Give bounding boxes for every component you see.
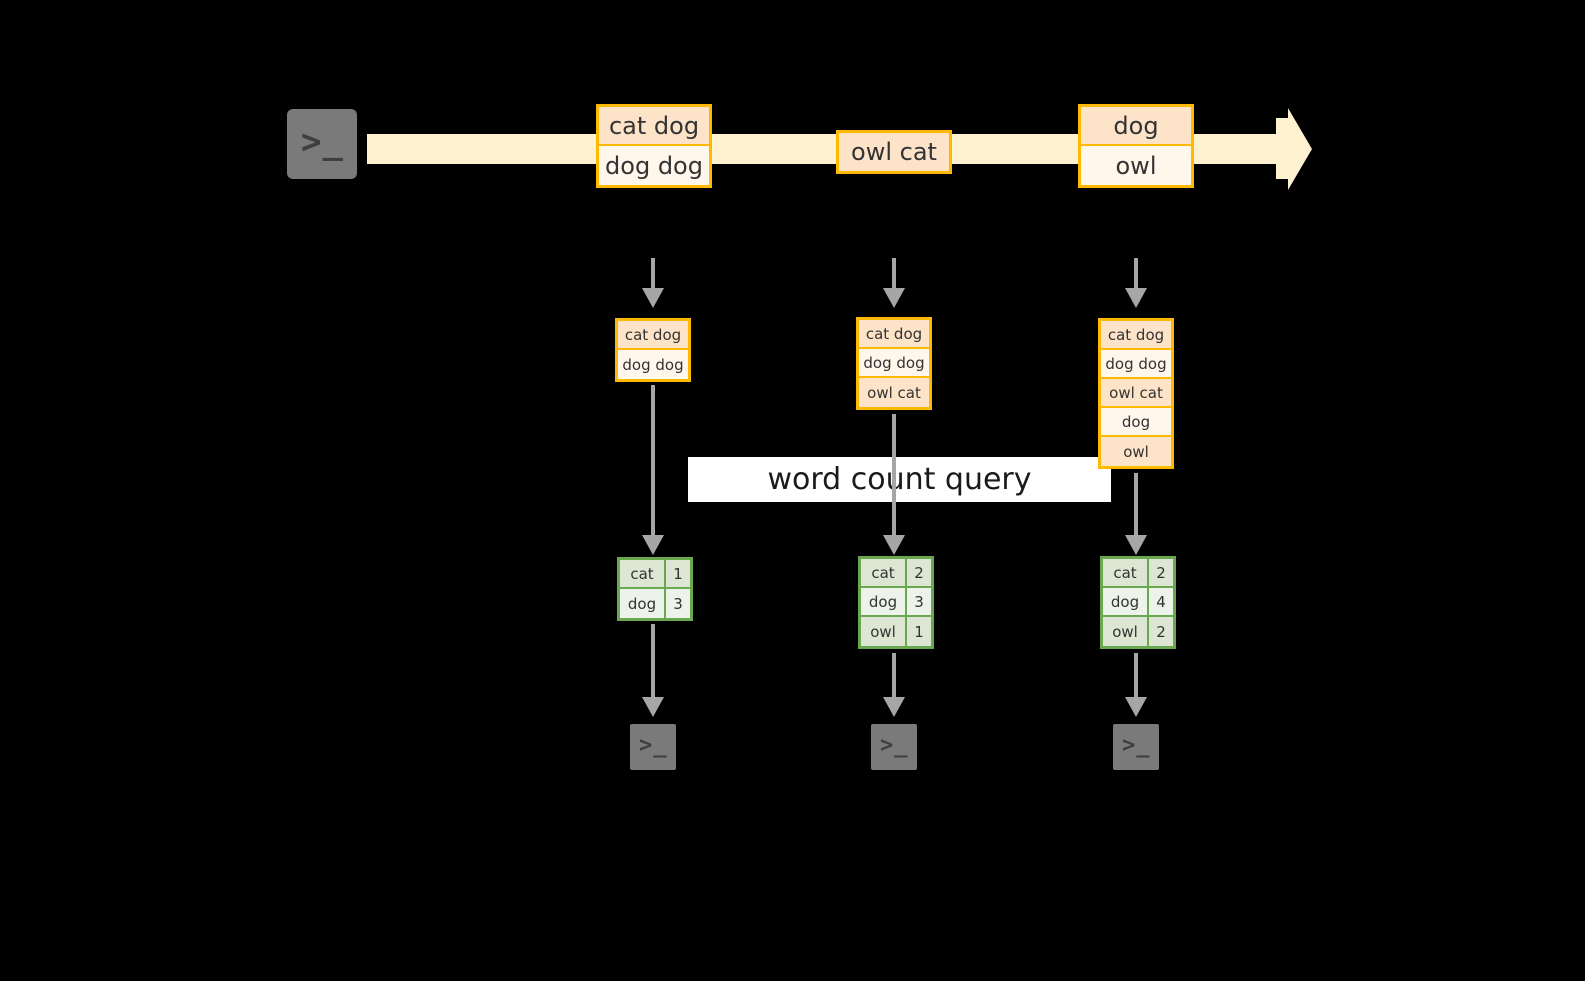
dashed-connector-column-3 [1134, 258, 1138, 288]
accumulated-row: owl [1101, 437, 1171, 466]
query-connector-column-1 [651, 385, 655, 538]
stream-batch-3-line-2: owl [1081, 146, 1191, 185]
accumulated-row: dog [1101, 408, 1171, 437]
result-row: dog 3 [620, 589, 690, 618]
stream-batch-1-line-2: dog dog [599, 146, 709, 185]
query-connector-head-column-2 [883, 535, 905, 555]
result-count: 1 [907, 617, 931, 646]
dashed-connector-column-2 [892, 258, 896, 288]
result-word: cat [1103, 559, 1149, 586]
result-word: owl [1103, 617, 1149, 646]
stream-batch-1-line-1: cat dog [599, 107, 709, 146]
query-connector-head-column-1 [642, 535, 664, 555]
result-word: dog [620, 589, 666, 618]
accumulated-row: dog dog [618, 350, 688, 379]
result-count: 1 [666, 560, 690, 587]
source-terminal-icon: >_ [277, 99, 367, 189]
result-count: 2 [1149, 559, 1173, 586]
sink-connector-head-column-2 [883, 697, 905, 717]
accumulated-row: dog dog [859, 349, 929, 378]
stream-arrow-head [1288, 108, 1312, 190]
query-connector-head-column-3 [1125, 535, 1147, 555]
sink-terminal-icon-column-3: >_ [1105, 716, 1167, 778]
query-connector-column-3 [1134, 473, 1138, 538]
result-word: cat [620, 560, 666, 587]
result-table-column-1: cat 1 dog 3 [617, 557, 693, 621]
stream-batch-2: owl cat [836, 130, 952, 174]
result-count: 3 [666, 589, 690, 618]
sink-connector-head-column-3 [1125, 697, 1147, 717]
stream-batch-3-line-1: dog [1081, 107, 1191, 146]
result-table-column-3: cat 2 dog 4 owl 2 [1100, 556, 1176, 649]
sink-terminal-icon-column-1: >_ [622, 716, 684, 778]
result-row: dog 3 [861, 588, 931, 617]
result-count: 2 [907, 559, 931, 586]
result-word: cat [861, 559, 907, 586]
dashed-connector-head-column-1 [642, 288, 664, 308]
result-word: dog [1103, 588, 1149, 615]
accumulated-row: dog dog [1101, 350, 1171, 379]
stream-batch-3: dog owl [1078, 104, 1194, 188]
result-row: cat 2 [861, 559, 931, 588]
sink-connector-head-column-1 [642, 697, 664, 717]
result-row: cat 2 [1103, 559, 1173, 588]
result-row: owl 2 [1103, 617, 1173, 646]
dashed-connector-head-column-3 [1125, 288, 1147, 308]
dashed-connector-column-1 [651, 258, 655, 288]
accumulated-table-column-3: cat dog dog dog owl cat dog owl [1098, 318, 1174, 469]
terminal-prompt-glyph: >_ [639, 733, 668, 758]
accumulated-row: cat dog [618, 321, 688, 350]
result-row: owl 1 [861, 617, 931, 646]
result-count: 4 [1149, 588, 1173, 615]
result-count: 3 [907, 588, 931, 615]
query-connector-column-2 [892, 414, 896, 538]
terminal-prompt-glyph: >_ [301, 122, 344, 162]
result-word: owl [861, 617, 907, 646]
query-label: word count query [688, 457, 1111, 502]
result-count: 2 [1149, 617, 1173, 646]
stream-batch-2-line-1: owl cat [839, 133, 949, 171]
sink-connector-column-1 [651, 624, 655, 700]
accumulated-table-column-2: cat dog dog dog owl cat [856, 317, 932, 410]
accumulated-table-column-1: cat dog dog dog [615, 318, 691, 382]
sink-terminal-icon-column-2: >_ [863, 716, 925, 778]
accumulated-row: owl cat [859, 378, 929, 407]
terminal-prompt-glyph: >_ [1122, 733, 1151, 758]
result-row: cat 1 [620, 560, 690, 589]
accumulated-row: owl cat [1101, 379, 1171, 408]
result-word: dog [861, 588, 907, 615]
terminal-prompt-glyph: >_ [880, 733, 909, 758]
sink-connector-column-2 [892, 653, 896, 700]
stream-batch-1: cat dog dog dog [596, 104, 712, 188]
accumulated-row: cat dog [1101, 321, 1171, 350]
result-row: dog 4 [1103, 588, 1173, 617]
sink-connector-column-3 [1134, 653, 1138, 700]
dashed-connector-head-column-2 [883, 288, 905, 308]
result-table-column-2: cat 2 dog 3 owl 1 [858, 556, 934, 649]
accumulated-row: cat dog [859, 320, 929, 349]
